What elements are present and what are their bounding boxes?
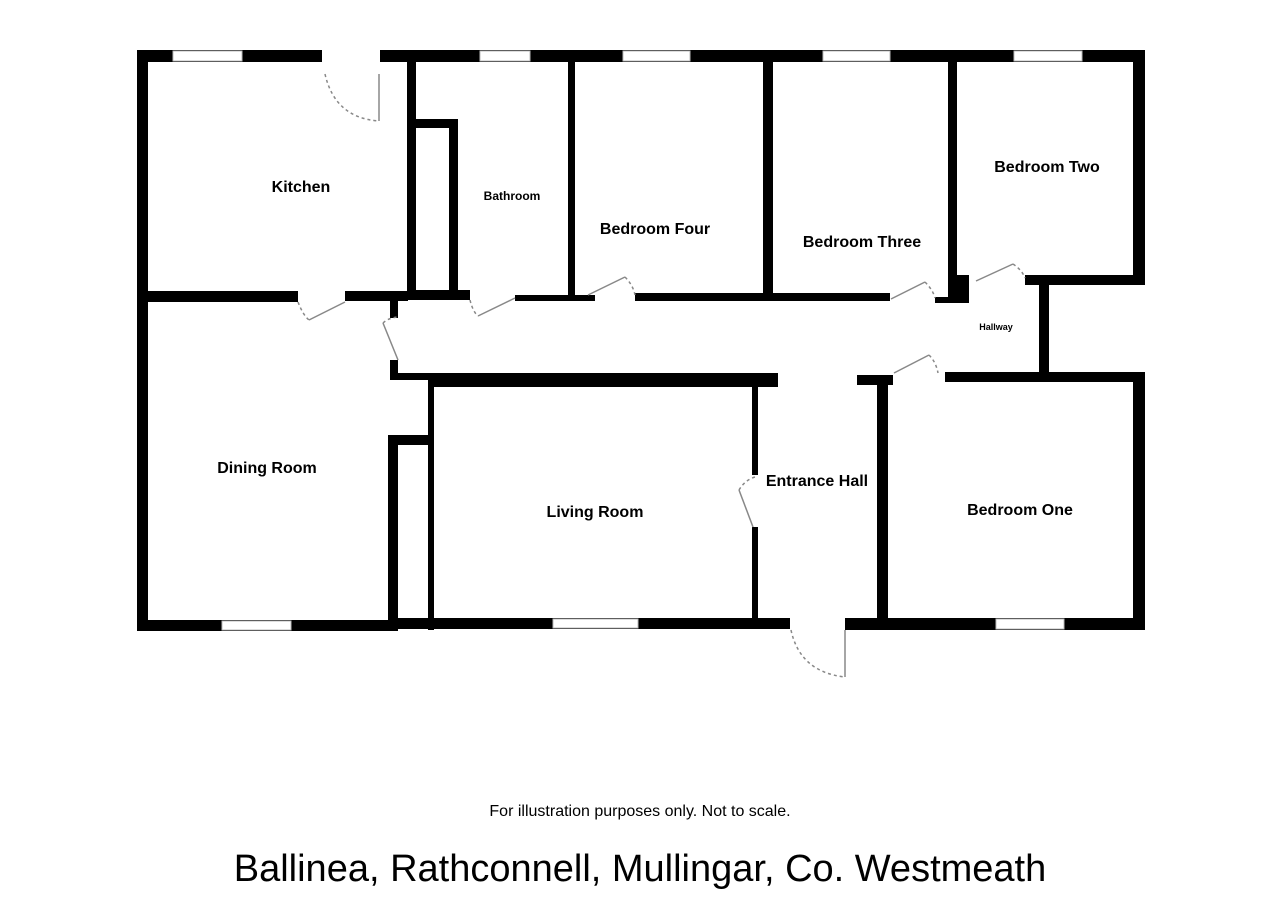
room-label-bathroom: Bathroom [484,189,541,203]
room-labels: Kitchen Bathroom Bedroom Four Bedroom Th… [217,159,1100,521]
doors [297,73,1026,678]
room-label-entrance-hall: Entrance Hall [766,473,868,490]
room-label-bedroom-three: Bedroom Three [803,234,921,251]
room-label-dining-room: Dining Room [217,460,317,477]
property-address: Ballinea, Rathconnell, Mullingar, Co. We… [233,848,1047,890]
room-label-living-room: Living Room [547,504,644,521]
room-label-bedroom-four: Bedroom Four [600,221,710,238]
walls [137,50,1145,631]
disclaimer: For illustration purposes only. Not to s… [489,803,791,820]
room-label-bedroom-two: Bedroom Two [994,159,1100,176]
room-label-kitchen: Kitchen [272,179,331,196]
windows [172,50,1083,631]
room-label-bedroom-one: Bedroom One [967,502,1073,519]
room-label-hallway: Hallway [979,322,1013,332]
